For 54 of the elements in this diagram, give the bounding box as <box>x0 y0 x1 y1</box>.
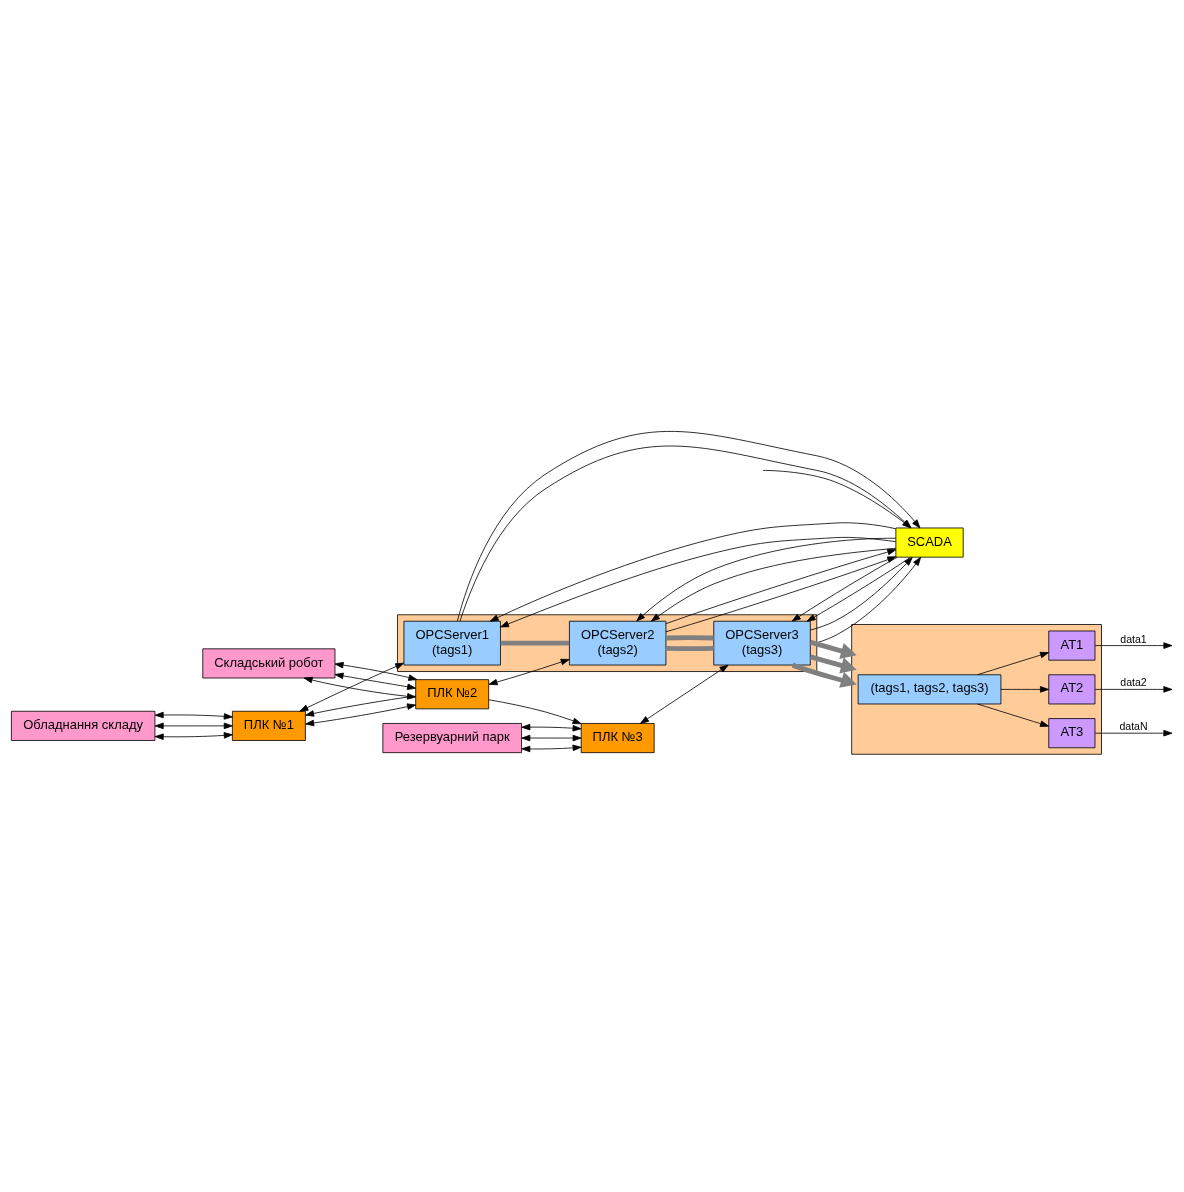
arrow <box>305 695 416 717</box>
arrow <box>334 661 418 681</box>
node-box: AT3 <box>1048 718 1096 749</box>
node-box: ПЛК №3 <box>580 723 655 754</box>
arrow <box>665 556 897 633</box>
arrow <box>806 556 911 622</box>
node-box: OPCServer1 (tags1) <box>403 620 501 666</box>
arrow <box>305 703 416 727</box>
arrow <box>809 654 857 674</box>
arrow <box>489 522 897 622</box>
node-box: ПЛК №1 <box>232 710 306 741</box>
arrow <box>791 556 898 622</box>
node-box: ПЛК №2 <box>415 679 490 710</box>
arrow <box>488 699 582 725</box>
arrow <box>521 734 582 742</box>
node-box: AT2 <box>1048 674 1096 705</box>
connector <box>665 635 714 641</box>
arrow <box>1094 642 1173 649</box>
node-box: AT1 <box>1048 630 1096 661</box>
arrow <box>154 711 233 720</box>
arrow <box>334 672 417 691</box>
arrow <box>299 662 405 712</box>
node-box: Резервуарний парк <box>382 723 522 754</box>
edge-label: dataN <box>1119 720 1148 733</box>
arrow <box>810 556 922 645</box>
arrow <box>1094 729 1173 737</box>
arrow <box>791 662 857 688</box>
node-box: Обладнання складу <box>10 710 156 741</box>
arrow <box>521 723 582 732</box>
arrow <box>810 557 913 631</box>
arrow <box>640 664 729 724</box>
node-box: OPCServer3 (tags3) <box>713 620 811 666</box>
arrow <box>154 732 233 740</box>
node-box: Складський робот <box>202 648 336 679</box>
cluster <box>851 624 1102 755</box>
arrow <box>636 537 897 622</box>
arrow <box>303 676 416 700</box>
arrow <box>521 744 582 753</box>
arrow <box>762 469 912 529</box>
arrow <box>1000 686 1049 693</box>
connector <box>500 640 570 646</box>
arrow <box>488 658 570 686</box>
arrow <box>977 703 1049 727</box>
arrow <box>1094 686 1173 693</box>
edge-label: data1 <box>1120 632 1147 645</box>
node-box: (tags1, tags2, tags3) <box>857 674 1002 705</box>
arrow <box>977 651 1049 676</box>
arrow <box>500 536 897 628</box>
arrow <box>154 722 233 730</box>
arrow <box>809 640 857 659</box>
node-box: SCADA <box>895 527 964 558</box>
connector <box>665 645 714 652</box>
node-box: OPCServer2 (tags2) <box>569 620 667 666</box>
edge-label: data2 <box>1120 676 1147 689</box>
